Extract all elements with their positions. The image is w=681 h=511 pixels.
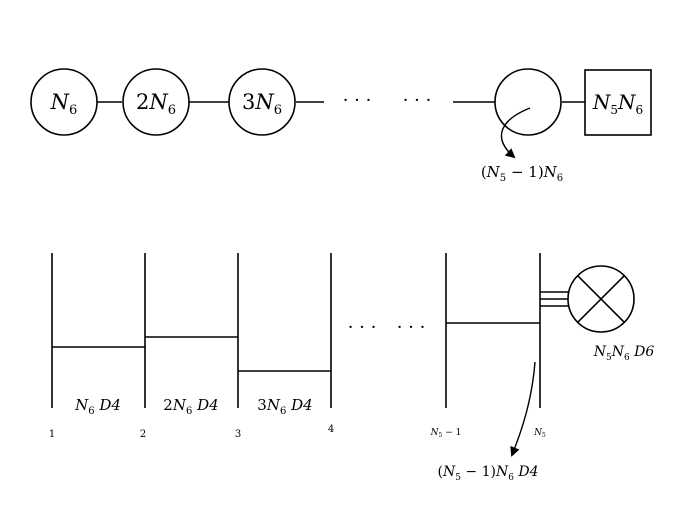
d4-segment-2-label: 2N6 D4 <box>163 396 218 417</box>
ns5-label-n5m1: N5 − 1 <box>430 428 462 439</box>
d6-brane <box>567 265 635 333</box>
d6-cross-b <box>577 275 625 323</box>
brane-diagram: · · · · · · N6 D4 2N6 D4 3N6 D4 1 2 3 4 … <box>49 253 655 483</box>
gauge-node-3 <box>228 68 296 136</box>
last-segment-label: (N5 − 1)N6 D4 <box>437 464 538 483</box>
quiver-dots-right: · · · <box>403 90 432 111</box>
d4-segment-1-label: N6 D4 <box>74 396 121 417</box>
flavor-node <box>584 69 652 136</box>
ns5-label-n5: N5 <box>533 428 546 439</box>
gauge-node-2-label: 2N6 <box>136 90 176 118</box>
gauge-node-3-label: 3N6 <box>242 90 282 118</box>
gauge-node-1-label: N6 <box>50 90 78 118</box>
gauge-node-2 <box>122 68 190 136</box>
last-node-arrow <box>500 107 531 159</box>
gauge-node-last <box>494 68 562 136</box>
ns5-label-4: 4 <box>328 424 334 435</box>
brane-dots-left: · · · <box>348 317 377 338</box>
quiver-dots-left: · · · <box>343 90 372 111</box>
brane-dots-right: · · · <box>397 317 426 338</box>
last-node-rank-label: (N5 − 1)N6 <box>481 163 563 184</box>
ns5-label-3: 3 <box>235 429 241 440</box>
gauge-node-1 <box>30 68 98 136</box>
last-segment-arrow <box>510 361 536 457</box>
d6-brane-label: N5N6 D6 <box>593 344 655 363</box>
ns5-label-2: 2 <box>140 429 146 440</box>
quiver-diagram: N6 2N6 3N6 N5N6 · · · · · · (N5 − 1)N6 <box>30 68 652 184</box>
ns5-label-1: 1 <box>49 429 55 440</box>
d4-segment-3-label: 3N6 D4 <box>257 396 312 417</box>
flavor-node-label: N5N6 <box>592 90 643 117</box>
